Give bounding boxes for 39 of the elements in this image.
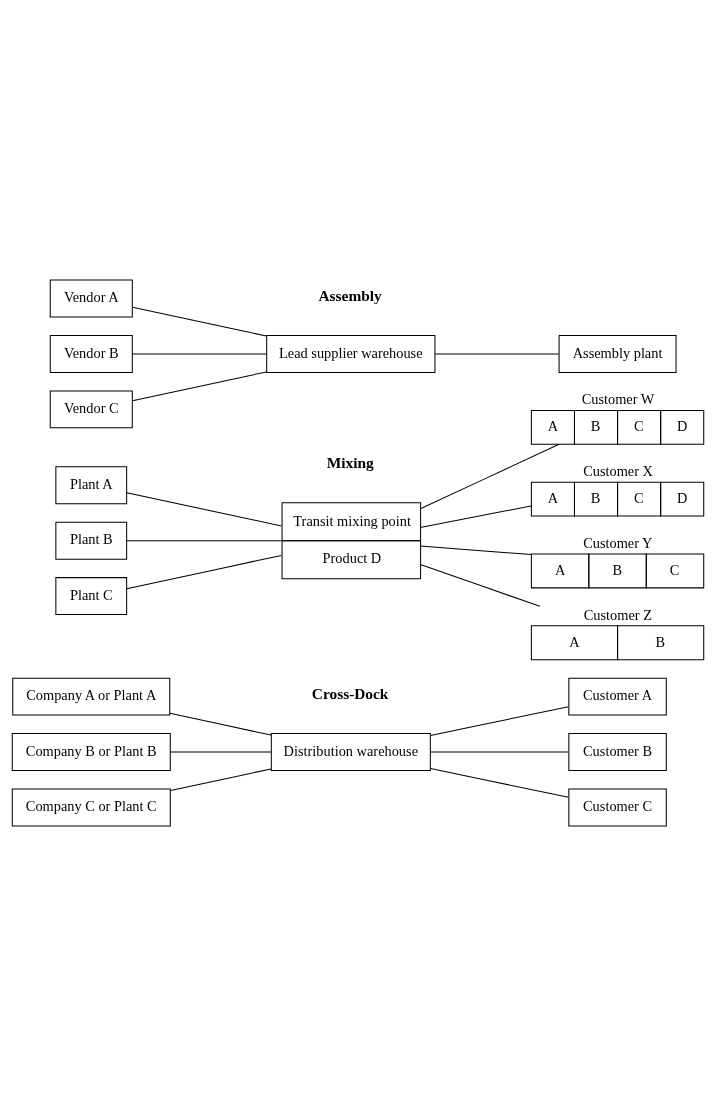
node-label: Customer Z	[583, 606, 652, 623]
node-box: Plant C	[55, 577, 128, 616]
node-box: Vendor A	[49, 279, 133, 318]
connector	[430, 768, 569, 798]
connector	[170, 751, 272, 753]
connector	[132, 306, 267, 337]
connector	[170, 768, 272, 792]
connector	[434, 353, 560, 355]
node-box: Company A or Plant A	[12, 677, 171, 716]
node-box: Company B or Plant B	[11, 733, 171, 771]
connector	[126, 554, 282, 590]
node-label: Customer Y	[583, 535, 653, 552]
connector	[132, 371, 267, 402]
connector	[419, 443, 560, 510]
node-box: Plant B	[55, 521, 128, 560]
label: Cross-Dock	[311, 685, 389, 703]
node-label: Customer W	[581, 391, 655, 408]
node-box: Plant A	[55, 466, 128, 505]
node-box: Lead supplier warehouse	[266, 335, 436, 373]
connector	[419, 505, 532, 528]
node-box: Company C or Plant C	[11, 788, 171, 827]
label: Mixing	[326, 454, 374, 472]
node-box: Customer C	[568, 788, 667, 827]
node-box: Assembly plant	[558, 335, 677, 373]
connector	[430, 751, 569, 753]
node-box: Customer B	[568, 733, 667, 771]
connector	[126, 492, 282, 527]
label: Assembly	[318, 287, 382, 305]
node-box: Vendor C	[49, 390, 133, 429]
node-label: Customer X	[583, 463, 653, 480]
connector	[169, 712, 272, 736]
connector	[419, 545, 532, 556]
node-box: Vendor B	[49, 335, 133, 373]
connector	[132, 353, 267, 355]
node-box: Distribution warehouse	[270, 733, 431, 771]
connector	[430, 706, 569, 737]
node-box: Customer A	[568, 677, 667, 716]
connector	[419, 564, 541, 607]
connector	[126, 540, 282, 542]
